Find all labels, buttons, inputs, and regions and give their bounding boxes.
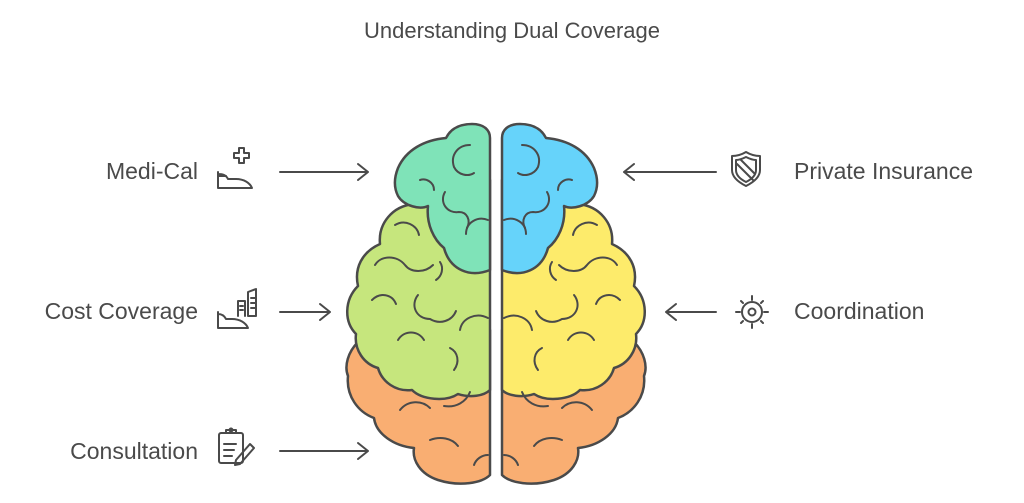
arrow-cost-coverage <box>279 303 331 321</box>
label-coordination: Coordination <box>794 298 925 324</box>
gear-sun-icon <box>735 295 769 329</box>
diagram-title: Understanding Dual Coverage <box>364 18 660 43</box>
label-medi-cal: Medi-Cal <box>105 158 198 184</box>
arrow-medi-cal <box>279 163 369 181</box>
label-cost-coverage: Cost Coverage <box>44 298 198 324</box>
arrow-private-insurance <box>623 163 717 181</box>
arrow-coordination <box>665 303 717 321</box>
hand-medical-cross-icon <box>217 147 253 189</box>
clipboard-pen-icon <box>218 427 255 466</box>
label-private-insurance: Private Insurance <box>794 158 973 184</box>
label-consultation: Consultation <box>70 438 198 464</box>
brain-folds <box>371 144 621 466</box>
arrow-consultation <box>279 442 369 460</box>
hand-documents-icon <box>217 288 257 329</box>
shield-icon <box>731 151 761 187</box>
brain-illustration <box>345 122 647 485</box>
